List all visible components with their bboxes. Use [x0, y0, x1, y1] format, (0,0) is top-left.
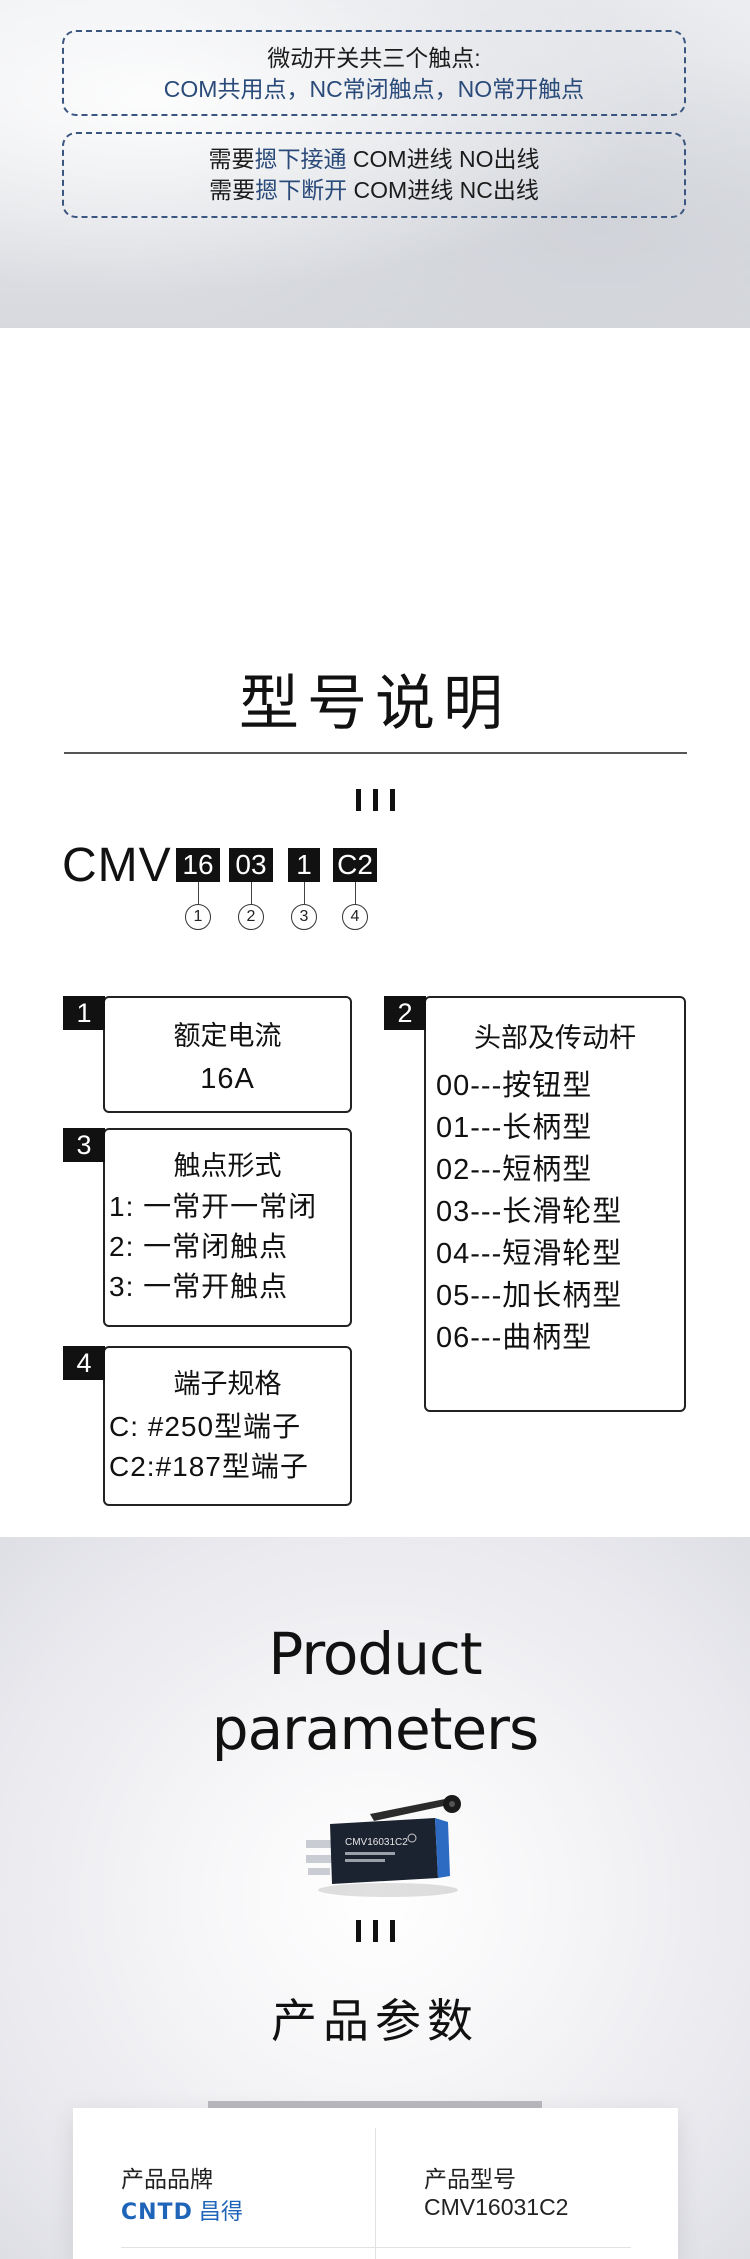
wiring-line-nc-route: COM进线 NC出线: [347, 177, 539, 203]
marker-circle: 1: [185, 904, 211, 930]
model-section-title: 型号说明: [239, 670, 511, 737]
marker-circle: 3: [291, 904, 317, 930]
wiring-line-nc: 需要摁下断开 COM进线 NC出线: [64, 175, 684, 206]
actuator-option: 01---长柄型: [436, 1112, 593, 1144]
code-leader-line: [251, 882, 252, 904]
group-number-tag: 2: [384, 996, 426, 1030]
wiring-line-nc-action: 摁下断开: [255, 177, 348, 203]
group-number-tag: 4: [63, 1346, 105, 1380]
product-printed-model: CMV16031C2: [345, 1837, 408, 1848]
rated-current-box: 额定电流 16A: [103, 996, 352, 1113]
brand-logo-cn: 昌得: [198, 2199, 243, 2224]
marker-circle: 2: [238, 904, 264, 930]
model-value: CMV16031C2: [424, 2194, 569, 2220]
group-number-tag: 1: [63, 996, 105, 1030]
contact-form-option: 1: 一常开一常闭: [109, 1191, 318, 1222]
card-column-divider: [375, 2128, 376, 2259]
terminal-option: C: #250型端子: [109, 1411, 302, 1442]
actuator-option: 06---曲柄型: [436, 1322, 593, 1354]
contact-info-box: 微动开关共三个触点: COM共用点，NC常闭触点，NO常开触点: [62, 30, 686, 116]
wiring-line-nc-prefix: 需要: [209, 177, 256, 203]
model-code-terminal: C2: [333, 848, 377, 882]
wiring-line-no: 需要摁下接通 COM进线 NO出线: [64, 144, 684, 175]
actuator-option: 03---长滑轮型: [436, 1196, 623, 1228]
divider-bars-icon: [356, 789, 396, 811]
actuator-option: 05---加长柄型: [436, 1280, 623, 1312]
actuator-option: 02---短柄型: [436, 1154, 593, 1186]
model-code-current: 16: [176, 848, 220, 882]
micro-switch-product-image: CMV16031C2: [306, 1795, 461, 1897]
brand-logo-en: CNTD: [121, 2200, 193, 2225]
model-label: 产品型号: [424, 2166, 516, 2192]
actuator-option: 04---短滑轮型: [436, 1238, 623, 1270]
actuator-option: 00---按钮型: [436, 1070, 593, 1102]
code-leader-line: [304, 882, 305, 904]
wiring-line-no-action: 摁下接通: [254, 146, 347, 172]
contact-form-option: 2: 一常闭触点: [109, 1231, 289, 1262]
terminal-spec-heading: 端子规格: [173, 1369, 282, 1399]
head-actuator-heading: 头部及传动杆: [474, 1023, 636, 1053]
contact-info-heading: 微动开关共三个触点:: [267, 45, 481, 71]
parameters-title-en-line1: Product: [268, 1620, 482, 1688]
group-number-tag: 3: [63, 1128, 105, 1162]
code-leader-line: [355, 882, 356, 904]
code-leader-line: [198, 882, 199, 904]
model-prefix: CMV: [62, 839, 172, 892]
wiring-line-no-prefix: 需要: [208, 146, 255, 172]
card-row-divider: [121, 2247, 631, 2248]
rated-current-value: 16A: [200, 1063, 255, 1095]
title-underline: [64, 752, 687, 754]
parameters-title-cn: 产品参数: [271, 1995, 479, 2047]
intro-texture-background: [0, 0, 750, 328]
terminal-spec-box: 端子规格 C: #250型端子 C2:#187型端子: [103, 1346, 352, 1506]
contact-info-detail: COM共用点，NC常闭触点，NO常开触点: [163, 76, 585, 102]
model-code-contact: 1: [288, 848, 320, 882]
contact-form-box: 触点形式 1: 一常开一常闭 2: 一常闭触点 3: 一常开触点: [103, 1128, 352, 1327]
terminal-option: C2:#187型端子: [109, 1451, 309, 1482]
wiring-line-no-route: COM进线 NO出线: [346, 146, 540, 172]
marker-circle: 4: [342, 904, 368, 930]
rated-current-heading: 额定电流: [173, 1021, 282, 1051]
brand-label: 产品品牌: [121, 2166, 213, 2192]
contact-form-option: 3: 一常开触点: [109, 1271, 289, 1302]
head-actuator-box: 头部及传动杆 00---按钮型 01---长柄型 02---短柄型 03---长…: [424, 996, 686, 1412]
parameters-title-en-line2: parameters: [211, 1695, 539, 1763]
model-code-head: 03: [229, 848, 273, 882]
contact-form-heading: 触点形式: [173, 1151, 282, 1181]
divider-bars-icon: [356, 1920, 396, 1942]
card-top-strip: [208, 2101, 542, 2108]
wiring-info-box: 需要摁下接通 COM进线 NO出线 需要摁下断开 COM进线 NC出线: [62, 132, 686, 218]
